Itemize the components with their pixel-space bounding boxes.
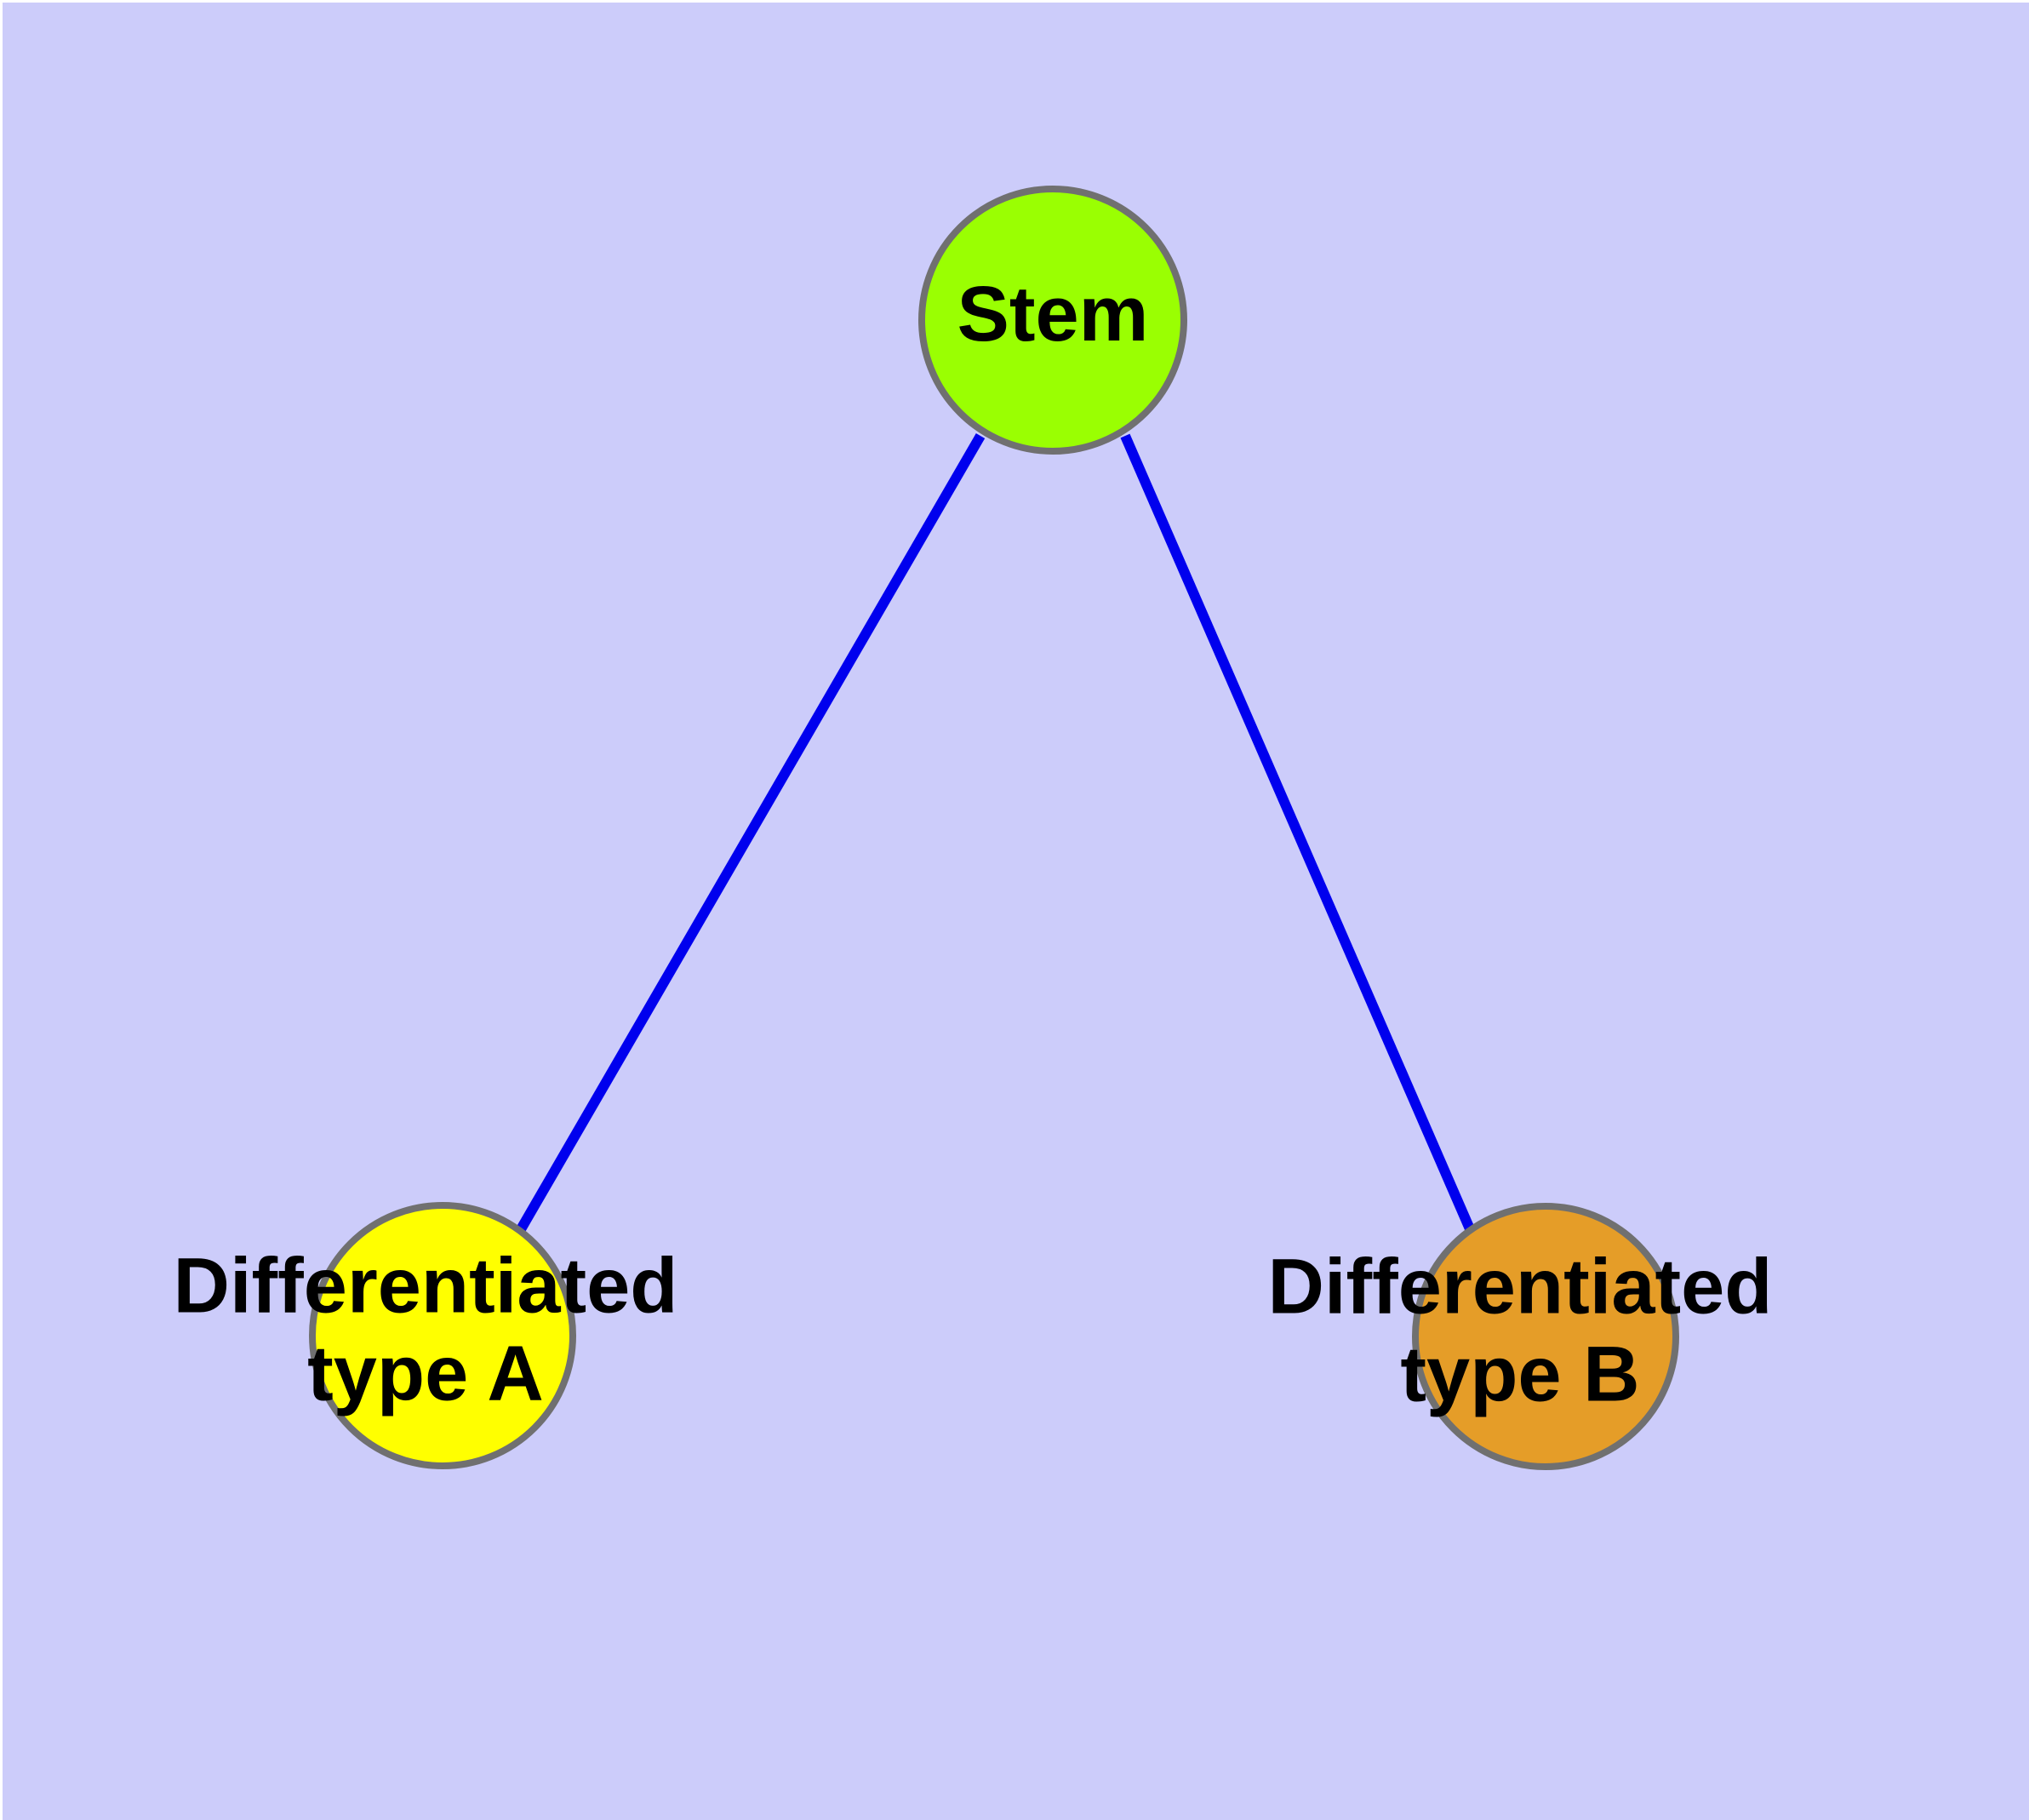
node-stem[interactable] xyxy=(918,186,1187,455)
node-diff-b-label-line-1: type B xyxy=(1400,1331,1639,1418)
edge-stem-to-diff-b xyxy=(1120,433,1476,1233)
node-diff-a-label-line-1: type A xyxy=(307,1331,544,1417)
node-diff-a[interactable] xyxy=(309,1202,576,1469)
node-stem-circle[interactable] xyxy=(918,186,1187,455)
node-layer xyxy=(309,186,1679,1470)
node-diff-b-label-line-0: Differentiated xyxy=(1268,1244,1773,1331)
edge-stem-to-diff-a xyxy=(516,432,986,1233)
edge-layer xyxy=(516,432,1476,1233)
node-diff-a-label-line-0: Differentiated xyxy=(174,1243,678,1330)
node-diff-b[interactable] xyxy=(1412,1203,1679,1470)
node-stem-label-line-0: Stem xyxy=(957,271,1149,358)
node-stem-label: Stem xyxy=(957,271,1149,358)
node-diff-a-circle[interactable] xyxy=(309,1202,576,1469)
node-diff-b-circle[interactable] xyxy=(1412,1203,1679,1470)
